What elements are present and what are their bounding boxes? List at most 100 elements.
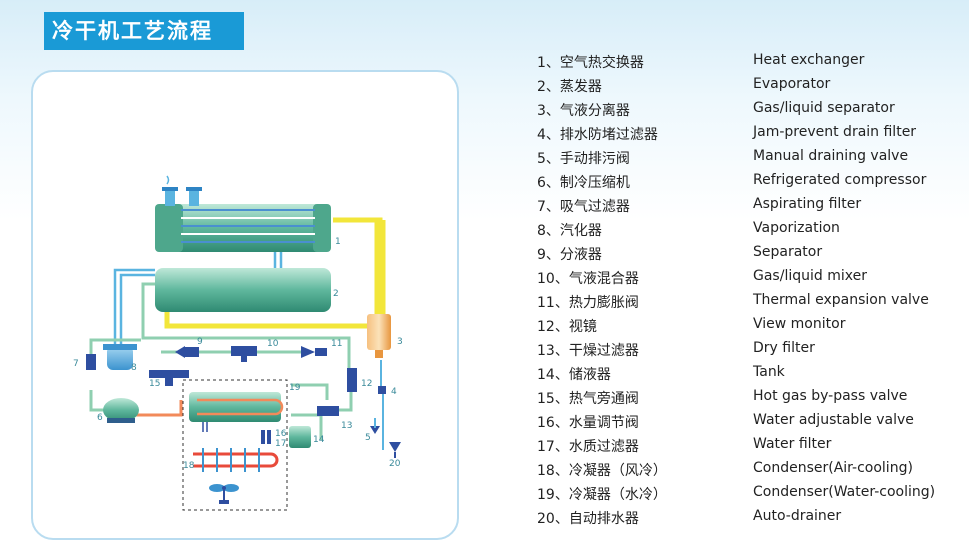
refrigerated-compressor (103, 398, 139, 423)
page-title: 冷干机工艺流程 (44, 12, 244, 50)
label-14: 14 (313, 435, 325, 445)
legend-item: 2、蒸发器 Evaporator (537, 76, 967, 100)
legend-en: Condenser(Air-cooling) (753, 460, 913, 476)
label-13: 13 (341, 421, 352, 431)
legend-item: 20、自动排水器 Auto-drainer (537, 508, 967, 532)
legend-cn: 4、排水防堵过滤器 (537, 127, 658, 143)
legend-en: Gas/liquid separator (753, 100, 895, 116)
legend-en: Hot gas by-pass valve (753, 388, 908, 404)
label-12: 12 (361, 379, 372, 389)
legend-en: Vaporization (753, 220, 840, 236)
legend-item: 13、干燥过滤器 Dry filter (537, 340, 967, 364)
gas-liquid-separator (367, 314, 391, 358)
condenser-water-cooling (189, 392, 284, 432)
label-9: 9 (197, 337, 203, 347)
legend-item: 12、视镜 View monitor (537, 316, 967, 340)
legend-en: Condenser(Water-cooling) (753, 484, 936, 500)
legend-en: Refrigerated compressor (753, 172, 927, 188)
legend-en: Dry filter (753, 340, 815, 356)
water-filter (267, 430, 271, 444)
legend-en: Evaporator (753, 76, 831, 92)
legend-item: 17、水质过滤器 Water filter (537, 436, 967, 460)
legend-cn: 14、储液器 (537, 367, 611, 383)
label-3: 3 (397, 337, 403, 347)
refrigerant-line-blue (113, 268, 155, 350)
separator-9 (175, 346, 199, 358)
condenser-area (182, 379, 288, 511)
legend-cn: 12、视镜 (537, 319, 597, 335)
fan-icon (209, 484, 239, 504)
legend-cn: 5、手动排污阀 (537, 151, 630, 167)
legend-cn: 2、蒸发器 (537, 79, 602, 95)
legend-en: View monitor (753, 316, 846, 332)
aspirating-filter (86, 354, 96, 370)
legend-cn: 8、汽化器 (537, 223, 602, 239)
legend-item: 1、空气热交换器 Heat exchanger (537, 52, 967, 76)
legend-item: 19、冷凝器（水冷） Condenser(Water-cooling) (537, 484, 967, 508)
gas-liquid-mixer (231, 346, 257, 362)
label-15: 15 (149, 379, 160, 389)
legend-item: 7、吸气过滤器 Aspirating filter (537, 196, 967, 220)
legend-item: 15、热气旁通阀 Hot gas by-pass valve (537, 388, 967, 412)
legend-cn: 7、吸气过滤器 (537, 199, 630, 215)
legend-en: Auto-drainer (753, 508, 842, 524)
label-7: 7 (73, 359, 79, 369)
legend-item: 3、气液分离器 Gas/liquid separator (537, 100, 967, 124)
label-4: 4 (391, 387, 397, 397)
legend-en: Separator (753, 244, 823, 260)
manual-draining-valve (370, 418, 380, 434)
legend-item: 9、分液器 Separator (537, 244, 967, 268)
legend-item: 4、排水防堵过滤器 Jam-prevent drain filter (537, 124, 967, 148)
view-monitor (347, 368, 357, 392)
legend-en: Water filter (753, 436, 832, 452)
water-adjustable-valve (261, 430, 265, 444)
liquid-tank (289, 426, 311, 448)
heat-exchanger (155, 175, 331, 252)
legend-item: 11、热力膨胀阀 Thermal expansion valve (537, 292, 967, 316)
label-19: 19 (289, 383, 301, 393)
label-18: 18 (183, 461, 195, 471)
legend-en: Heat exchanger (753, 52, 865, 68)
condenser-air-cooling (193, 448, 279, 472)
legend-en: Gas/liquid mixer (753, 268, 867, 284)
label-1: 1 (335, 237, 341, 247)
evaporator (155, 268, 331, 312)
label-20: 20 (389, 459, 401, 469)
label-17: 17 (275, 439, 286, 449)
legend-cn: 6、制冷压缩机 (537, 175, 630, 191)
label-8: 8 (131, 363, 137, 373)
hot-gas-bypass-valve (149, 370, 189, 386)
label-16: 16 (275, 429, 287, 439)
hot-gas-line-orange (135, 400, 183, 417)
legend-cn: 17、水质过滤器 (537, 439, 639, 455)
drain-filter (378, 386, 386, 394)
label-2: 2 (333, 289, 339, 299)
legend-item: 5、手动排污阀 Manual draining valve (537, 148, 967, 172)
legend-en: Water adjustable valve (753, 412, 914, 428)
legend-cn: 11、热力膨胀阀 (537, 295, 639, 311)
label-10: 10 (267, 339, 279, 349)
label-11: 11 (331, 339, 342, 349)
legend-cn: 20、自动排水器 (537, 511, 639, 527)
legend-item: 18、冷凝器（风冷） Condenser(Air-cooling) (537, 460, 967, 484)
vaporizer (103, 344, 137, 370)
legend-cn: 19、冷凝器（水冷） (537, 487, 667, 503)
label-5: 5 (365, 433, 371, 443)
legend-item: 8、汽化器 Vaporization (537, 220, 967, 244)
legend-en: Tank (753, 364, 785, 380)
legend-cn: 1、空气热交换器 (537, 55, 644, 71)
legend-cn: 3、气液分离器 (537, 103, 630, 119)
legend-cn: 10、气液混合器 (537, 271, 639, 287)
legend-en: Aspirating filter (753, 196, 862, 212)
legend-en: Jam-prevent drain filter (753, 124, 917, 140)
legend-cn: 9、分液器 (537, 247, 602, 263)
process-flow-diagram: 1 2 3 4 5 6 7 8 9 10 11 12 13 14 15 16 1… (73, 175, 403, 511)
legend-item: 14、储液器 Tank (537, 364, 967, 388)
auto-drainer (389, 442, 401, 458)
label-6: 6 (97, 413, 103, 423)
thermal-expansion-valve (301, 346, 327, 358)
legend-cn: 15、热气旁通阀 (537, 391, 639, 407)
legend-item: 10、气液混合器 Gas/liquid mixer (537, 268, 967, 292)
legend-cn: 16、水量调节阀 (537, 415, 639, 431)
legend-item: 16、水量调节阀 Water adjustable valve (537, 412, 967, 436)
